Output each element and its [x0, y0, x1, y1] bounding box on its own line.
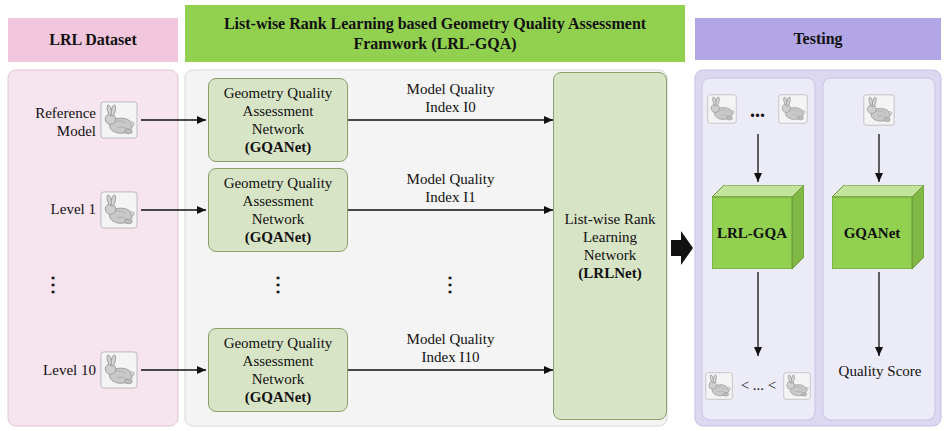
bunny-model	[864, 95, 894, 125]
edge-label: Model Quality Index I10	[391, 330, 511, 366]
node-title: List-wise Rank Learning based Geometry Q…	[193, 14, 677, 52]
flow-arrow	[878, 272, 879, 356]
input-arrow	[141, 209, 206, 210]
node-title: LRL Dataset	[49, 30, 137, 49]
input-arrow	[141, 119, 206, 120]
bunny-model	[101, 192, 137, 228]
node-subtitle: (GQANet)	[245, 138, 312, 156]
node-title: GQANet	[844, 225, 901, 242]
connector-arrow	[348, 119, 553, 120]
flow-arrow	[878, 134, 879, 182]
process-box: List-wise Rank Learning Network(LRLNet)	[553, 72, 667, 420]
node-subtitle: (GQANet)	[245, 228, 312, 246]
bunny-model	[779, 95, 808, 124]
ellipsis-mark: ...	[737, 98, 778, 122]
edge-label: Model Quality Index I1	[391, 170, 511, 206]
level-label: Level 1	[14, 200, 96, 218]
process-box: Geometry Quality Assessment Network(GQAN…	[208, 328, 348, 412]
bunny-model	[706, 373, 733, 400]
bunny-model	[101, 352, 137, 388]
cube-block: GQANet	[832, 185, 924, 269]
testing-panel	[695, 70, 941, 426]
ellipsis-mark: ⋮	[425, 272, 475, 296]
ordering-label: < ... <	[734, 376, 783, 394]
node-title: Testing	[793, 29, 842, 48]
level-label: Reference Model	[14, 104, 96, 140]
column-header: Testing	[695, 18, 941, 60]
node-title: Geometry Quality Assessment Network	[215, 84, 341, 138]
connector-arrow	[348, 369, 553, 370]
node-title: LRL-GQA	[717, 225, 787, 242]
flow-arrow	[757, 134, 758, 182]
level-label: Level 10	[14, 361, 96, 379]
framework-panel	[185, 70, 667, 426]
flow-arrow	[757, 272, 758, 356]
node-title: Geometry Quality Assessment Network	[215, 334, 341, 388]
process-box: Geometry Quality Assessment Network(GQAN…	[208, 168, 348, 252]
column-header: List-wise Rank Learning based Geometry Q…	[185, 5, 685, 62]
input-arrow	[141, 369, 206, 370]
ellipsis-mark: ⋮	[28, 272, 78, 296]
ellipsis-mark: ⋮	[253, 272, 303, 296]
block-arrow	[671, 231, 693, 265]
bunny-model	[784, 373, 811, 400]
testing-subpanel	[702, 78, 815, 420]
edge-label: Model Quality Index I0	[391, 80, 511, 116]
testing-subpanel	[823, 78, 935, 420]
node-subtitle: (GQANet)	[245, 388, 312, 406]
dataset-panel	[8, 70, 178, 426]
column-header: LRL Dataset	[8, 18, 178, 62]
bunny-model	[708, 95, 737, 124]
process-box: Geometry Quality Assessment Network(GQAN…	[208, 78, 348, 162]
connector-arrow	[348, 209, 553, 210]
node-title: Geometry Quality Assessment Network	[215, 174, 341, 228]
node-subtitle: (LRLNet)	[578, 264, 641, 282]
output-label: Quality Score	[830, 362, 930, 380]
cube-block: LRL-GQA	[712, 185, 804, 269]
node-title: List-wise Rank Learning Network	[560, 210, 660, 264]
bunny-model	[101, 102, 137, 138]
